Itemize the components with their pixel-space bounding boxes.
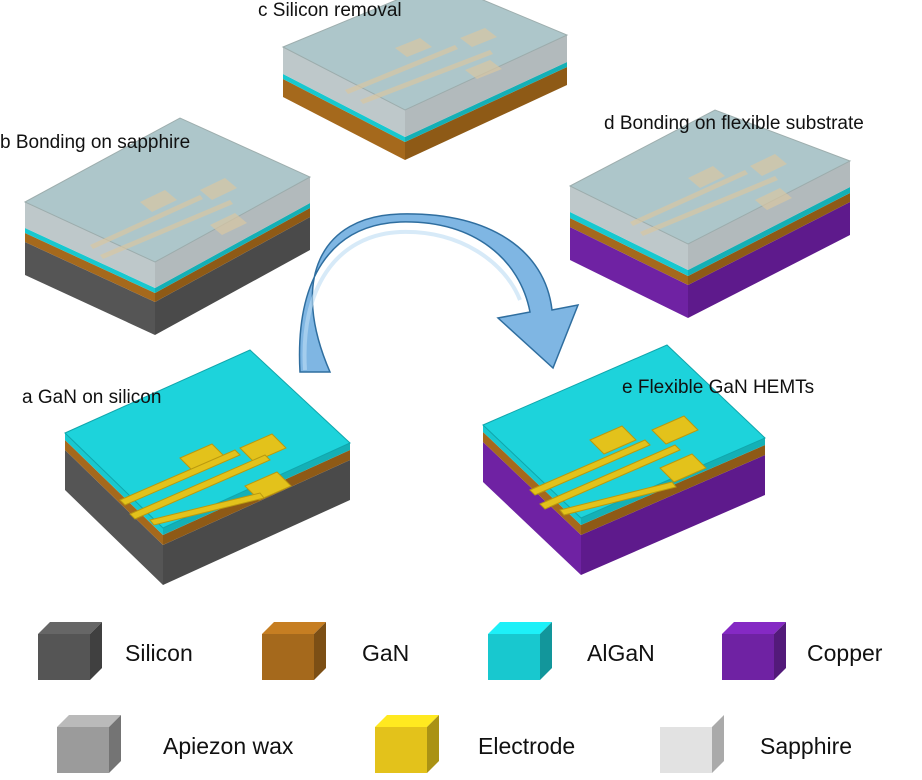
electrode-finger [149, 492, 265, 526]
device-b [23, 117, 312, 335]
legend-label-copper: Copper [807, 640, 883, 666]
legend-cube-electrode [375, 715, 439, 773]
silicon-layer-right [163, 460, 350, 585]
electrodes-a [119, 433, 292, 526]
electrode-finger [129, 454, 271, 520]
copper-layer-right [581, 455, 765, 575]
step-label-d: d Bonding on flexible substrate [604, 113, 864, 134]
legend-cube-algan [488, 622, 552, 680]
electrode-finger [119, 449, 241, 506]
copper-layer-left [483, 442, 581, 575]
legend-label-gan: GaN [362, 640, 410, 666]
device-e [482, 344, 766, 575]
gan-layer-left [65, 440, 163, 545]
legend-cube-apiezon-wax [57, 715, 121, 773]
electrode-pad [239, 433, 287, 463]
legend-cube-copper [722, 622, 786, 680]
step-label-e: e Flexible GaN HEMTs [622, 377, 815, 398]
process-arrow [298, 213, 580, 373]
legend-label-wax: Apiezon wax [163, 733, 294, 759]
arrow-shape [298, 213, 580, 373]
legend-cube-sapphire [660, 715, 724, 773]
legend-label-sapphire: Sapphire [760, 733, 853, 759]
legend-label-silicon: Silicon [125, 640, 193, 666]
device-c [281, 0, 569, 160]
step-label-a: a GaN on silicon [22, 387, 162, 408]
legend-label-algan: AlGaN [587, 640, 655, 666]
legend [38, 622, 786, 773]
device-a [64, 349, 351, 585]
electrodes-e [529, 415, 707, 516]
step-label-b: b Bonding on sapphire [0, 132, 191, 153]
wax-layer-right [155, 177, 310, 288]
step-label-c: c Silicon removal [258, 0, 402, 21]
legend-label-electrode: Electrode [478, 733, 576, 759]
legend-cube-gan [262, 622, 326, 680]
device-d [568, 109, 852, 318]
sapphire-top [23, 117, 312, 263]
silicon-layer-left [65, 450, 163, 585]
legend-cube-silicon [38, 622, 102, 680]
